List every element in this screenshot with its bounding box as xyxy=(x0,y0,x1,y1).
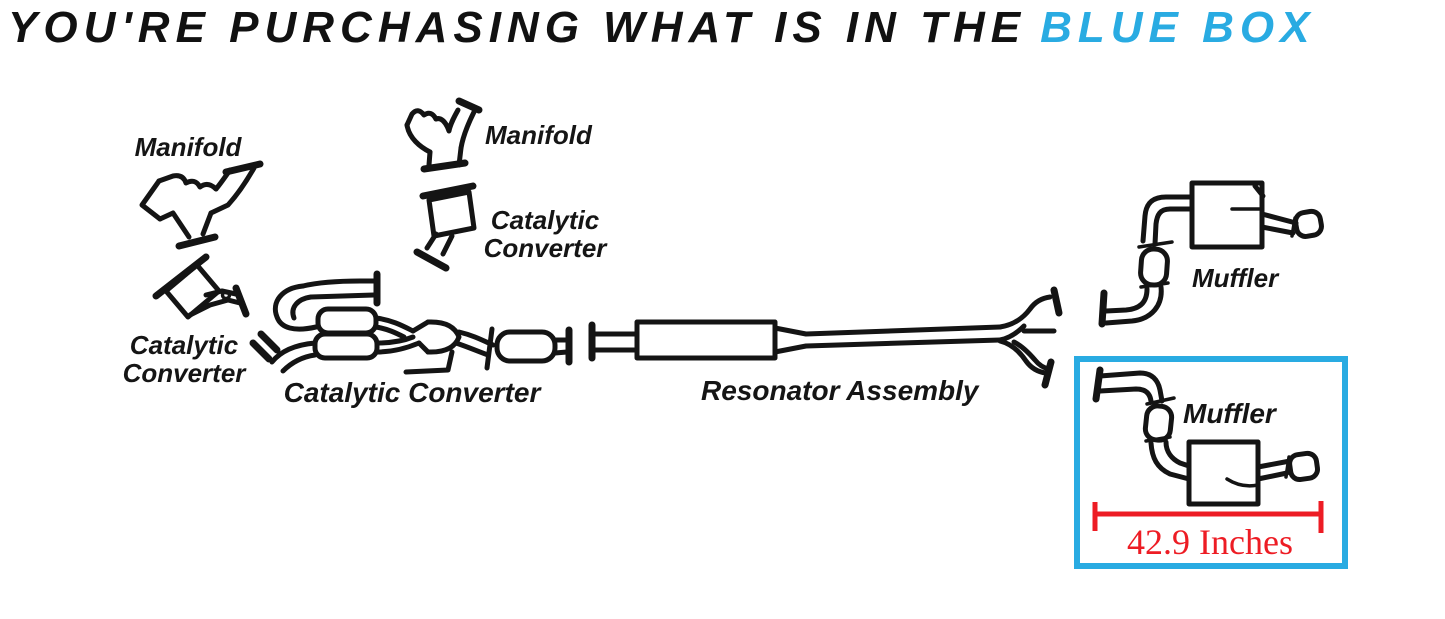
manifold-top-drawing xyxy=(404,97,483,173)
title-blue-text: BLUE BOX xyxy=(1040,3,1316,52)
dimension-text: 42.9 Inches xyxy=(1127,522,1293,562)
catalytic-converter-top-drawing xyxy=(413,182,477,272)
blue-box xyxy=(1074,356,1348,569)
label-muffler-top: Muffler xyxy=(1192,263,1279,293)
resonator-assembly-drawing xyxy=(588,286,1063,389)
label-catalytic-converter-center: Catalytic Converter xyxy=(283,377,541,408)
label-catalytic-converter-left: Catalytic Converter xyxy=(104,331,264,387)
label-muffler-boxed: Muffler xyxy=(1183,398,1276,429)
label-catalytic-converter-left-line1: Catalytic xyxy=(129,330,239,360)
muffler-top-drawing xyxy=(1098,180,1324,328)
label-catalytic-converter-top-line2: Converter xyxy=(483,233,607,264)
title-black-text: YOU'RE PURCHASING WHAT IS IN THE xyxy=(8,3,1027,52)
label-catalytic-converter-left-line2: Converter xyxy=(122,358,246,389)
label-manifold-top: Manifold xyxy=(485,120,592,150)
label-catalytic-converter-top-line1: Catalytic xyxy=(490,205,600,235)
catalytic-converter-left-drawing xyxy=(152,253,250,320)
muffler-boxed-drawing xyxy=(1092,366,1321,507)
manifold-left-drawing xyxy=(139,160,264,250)
label-catalytic-converter-top: Catalytic Converter xyxy=(465,206,625,262)
dimension-line xyxy=(1092,501,1324,533)
label-manifold-left: Manifold xyxy=(134,132,242,162)
label-resonator-assembly: Resonator Assembly xyxy=(701,375,979,406)
catalytic-converter-assembly-drawing xyxy=(249,270,573,375)
page-title: YOU'RE PURCHASING WHAT IS IN THE BLUE BOX xyxy=(8,0,1315,56)
